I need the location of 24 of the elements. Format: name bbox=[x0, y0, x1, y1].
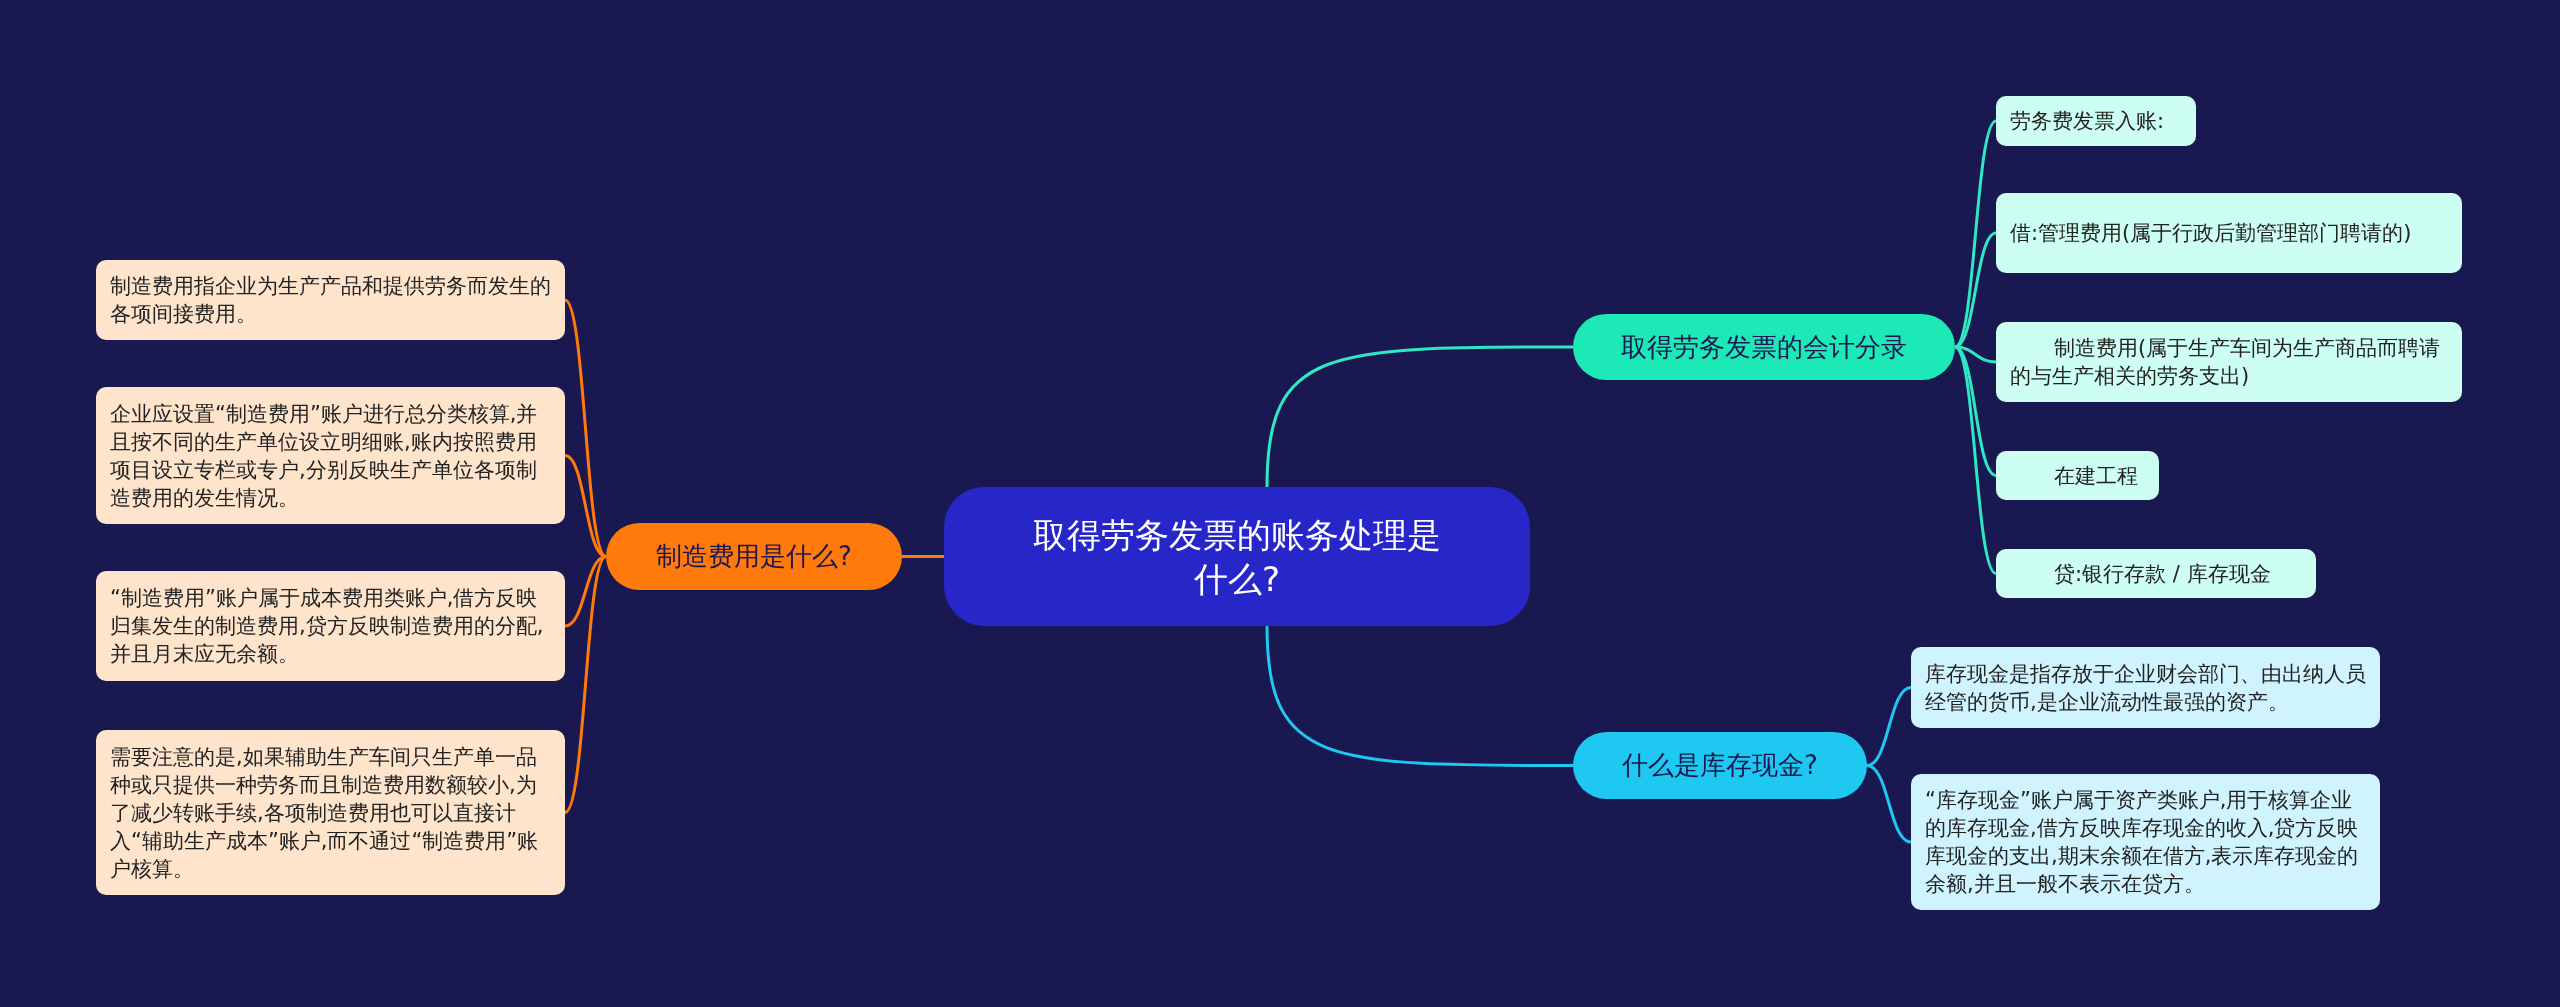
note-box: 库存现金是指存放于企业财会部门、由出纳人员经管的货币,是企业流动性最强的资产。 bbox=[1911, 647, 2380, 728]
connector-line bbox=[563, 298, 608, 558]
note-box: 在建工程 bbox=[1996, 451, 2159, 500]
note-box: 企业应设置“制造费用”账户进行总分类核算,并且按不同的生产单位设立明细账,账内按照费用项目设立专栏或专户,分别反映生产单位各项制造费用的发生情况。 bbox=[96, 387, 565, 524]
connector-line bbox=[564, 555, 607, 628]
connector-line bbox=[1265, 345, 1573, 488]
note-box: “制造费用”账户属于成本费用类账户,借方反映归集发生的制造费用,贷方反映制造费用的分配,并且月末应无余额。 bbox=[96, 571, 565, 681]
connector-line bbox=[1953, 345, 1998, 575]
branch-topic: 制造费用是什么? bbox=[606, 523, 902, 590]
note-box: 借:管理费用(属于行政后勤管理部门聘请的) bbox=[1996, 193, 2462, 273]
branch-topic: 什么是库存现金? bbox=[1573, 732, 1867, 799]
connector-line bbox=[902, 555, 944, 558]
connector-line bbox=[564, 454, 607, 558]
root-topic: 取得劳务发票的账务处理是什么? bbox=[944, 487, 1530, 626]
connector-line bbox=[563, 555, 608, 814]
connector-line bbox=[1265, 625, 1573, 767]
note-box: 需要注意的是,如果辅助生产车间只生产单一品种或只提供一种劳务而且制造费用数额较小,为了减少转账手续,各项制造费用也可以直接计入“辅助生产成本”账户,而不通过“制造费用”账户核算。 bbox=[96, 730, 565, 895]
note-box: 贷:银行存款 / 库存现金 bbox=[1996, 549, 2316, 598]
note-box: 制造费用指企业为生产产品和提供劳务而发生的各项间接费用。 bbox=[96, 260, 565, 340]
note-box: “库存现金”账户属于资产类账户,用于核算企业的库存现金,借方反映库存现金的收入,贷方反映库现金的支出,期末余额在借方,表示库存现金的余额,并且一般不表示在贷方。 bbox=[1911, 774, 2380, 910]
connector-line bbox=[1866, 764, 1912, 844]
branch-topic: 取得劳务发票的会计分录 bbox=[1573, 314, 1955, 380]
note-box: 制造费用(属于生产车间为生产商品而聘请的与生产相关的劳务支出) bbox=[1996, 322, 2462, 402]
note-box: 劳务费发票入账: bbox=[1996, 96, 2196, 146]
